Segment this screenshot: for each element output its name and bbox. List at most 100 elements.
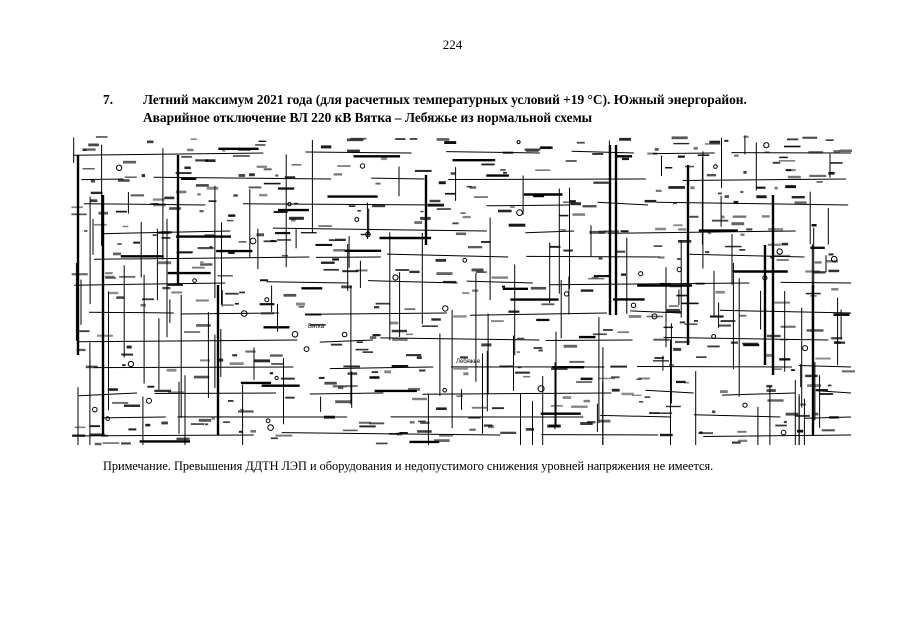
flow-label-mark — [663, 326, 673, 329]
transformer-node-icon — [267, 424, 274, 431]
flow-label-mark — [409, 421, 415, 424]
flow-label-mark — [284, 176, 296, 178]
flow-label-mark — [342, 270, 359, 273]
flow-label-mark — [516, 337, 525, 340]
flow-label-mark — [731, 222, 745, 226]
flow-label-mark — [239, 291, 245, 294]
flow-label-mark — [705, 251, 710, 254]
flow-label-mark — [653, 338, 670, 341]
flow-label-mark — [175, 190, 187, 194]
flow-label-mark — [764, 151, 770, 153]
flow-label-mark — [583, 399, 591, 403]
flow-label-mark — [814, 412, 819, 416]
transformer-node-icon — [630, 302, 637, 309]
flow-label-mark — [128, 428, 137, 431]
flow-label-mark — [603, 329, 613, 331]
flow-label-mark — [333, 173, 343, 176]
flow-label-mark — [805, 270, 821, 273]
flow-label-mark — [569, 360, 585, 363]
flow-label-mark — [175, 172, 192, 174]
flow-label-mark — [396, 432, 403, 436]
flow-label-mark — [530, 286, 547, 290]
flow-label-mark — [375, 302, 391, 305]
flow-label-mark — [294, 202, 299, 205]
flow-label-mark — [591, 276, 599, 279]
flow-label-mark — [500, 169, 506, 171]
flow-label-mark — [665, 167, 673, 169]
flow-label-mark — [229, 362, 244, 365]
flow-label-mark — [526, 150, 539, 152]
transformer-node-icon — [763, 142, 770, 149]
flow-label-mark — [756, 195, 767, 199]
scheme-line — [368, 280, 458, 284]
flow-label-mark — [404, 308, 416, 310]
flow-label-mark — [791, 196, 805, 199]
flow-label-mark — [225, 292, 239, 295]
flow-label-mark — [471, 406, 487, 409]
flow-label-mark — [418, 420, 426, 423]
flow-label-mark — [360, 233, 370, 236]
flow-label-mark — [767, 399, 784, 402]
flow-label-mark — [563, 249, 573, 252]
flow-label-mark — [828, 269, 840, 273]
flow-label-mark — [453, 367, 468, 370]
transformer-node-icon — [359, 163, 366, 169]
flow-label-mark — [653, 245, 663, 247]
scheme-line — [607, 230, 796, 234]
flow-label-mark — [184, 331, 201, 333]
flow-label-mark — [834, 341, 841, 344]
flow-label-mark — [270, 437, 278, 440]
flow-label-mark — [660, 433, 673, 437]
flow-label-mark — [309, 323, 326, 326]
flow-label-mark — [770, 256, 774, 259]
scheme-line — [652, 152, 715, 155]
flow-label-mark — [644, 199, 657, 203]
flow-label-mark — [195, 184, 209, 187]
flow-label-mark — [816, 181, 823, 183]
flow-label-mark — [256, 233, 264, 237]
flow-label-mark — [660, 412, 673, 414]
flow-label-mark — [468, 417, 481, 419]
flow-label-mark — [275, 434, 293, 437]
flow-label-mark — [712, 410, 716, 414]
flow-label-mark — [779, 156, 788, 159]
flow-label-mark — [473, 196, 488, 198]
flow-label-mark — [517, 366, 522, 369]
flow-label-mark — [647, 152, 658, 155]
flow-label-mark — [810, 246, 825, 249]
flow-label-mark — [142, 298, 155, 301]
flow-label-mark — [833, 150, 841, 153]
transformer-node-icon — [462, 257, 468, 263]
flow-label-mark — [342, 429, 358, 432]
flow-label-mark — [805, 292, 821, 295]
flow-label-mark — [140, 303, 146, 307]
flow-label-mark — [79, 330, 90, 333]
flow-label-mark — [238, 174, 246, 177]
flow-label-mark — [375, 442, 388, 445]
transformer-node-icon — [115, 164, 123, 171]
flow-label-mark — [456, 395, 463, 397]
flow-label-mark — [620, 273, 626, 276]
flow-label-mark — [779, 358, 791, 361]
flow-label-mark — [787, 175, 801, 179]
scheme-annotations — [71, 135, 855, 446]
flow-label-mark — [152, 234, 157, 236]
flow-label-mark — [654, 357, 665, 359]
flow-label-mark — [576, 381, 593, 383]
flow-label-mark — [628, 315, 642, 318]
flow-label-mark — [295, 302, 305, 306]
flow-label-mark — [831, 288, 839, 291]
flow-label-mark — [121, 442, 131, 445]
flow-label-mark — [791, 369, 795, 371]
flow-label-mark — [197, 193, 201, 196]
flow-label-mark — [205, 423, 209, 426]
flow-label-mark — [774, 186, 778, 190]
flow-label-mark — [369, 422, 385, 425]
flow-label-mark — [565, 160, 577, 162]
flow-label-mark — [357, 210, 361, 212]
transformer-node-icon — [354, 217, 360, 222]
flow-label-mark — [124, 176, 137, 178]
flow-label-mark — [540, 146, 553, 150]
flow-label-mark — [169, 207, 181, 210]
scheme-line — [645, 389, 694, 394]
